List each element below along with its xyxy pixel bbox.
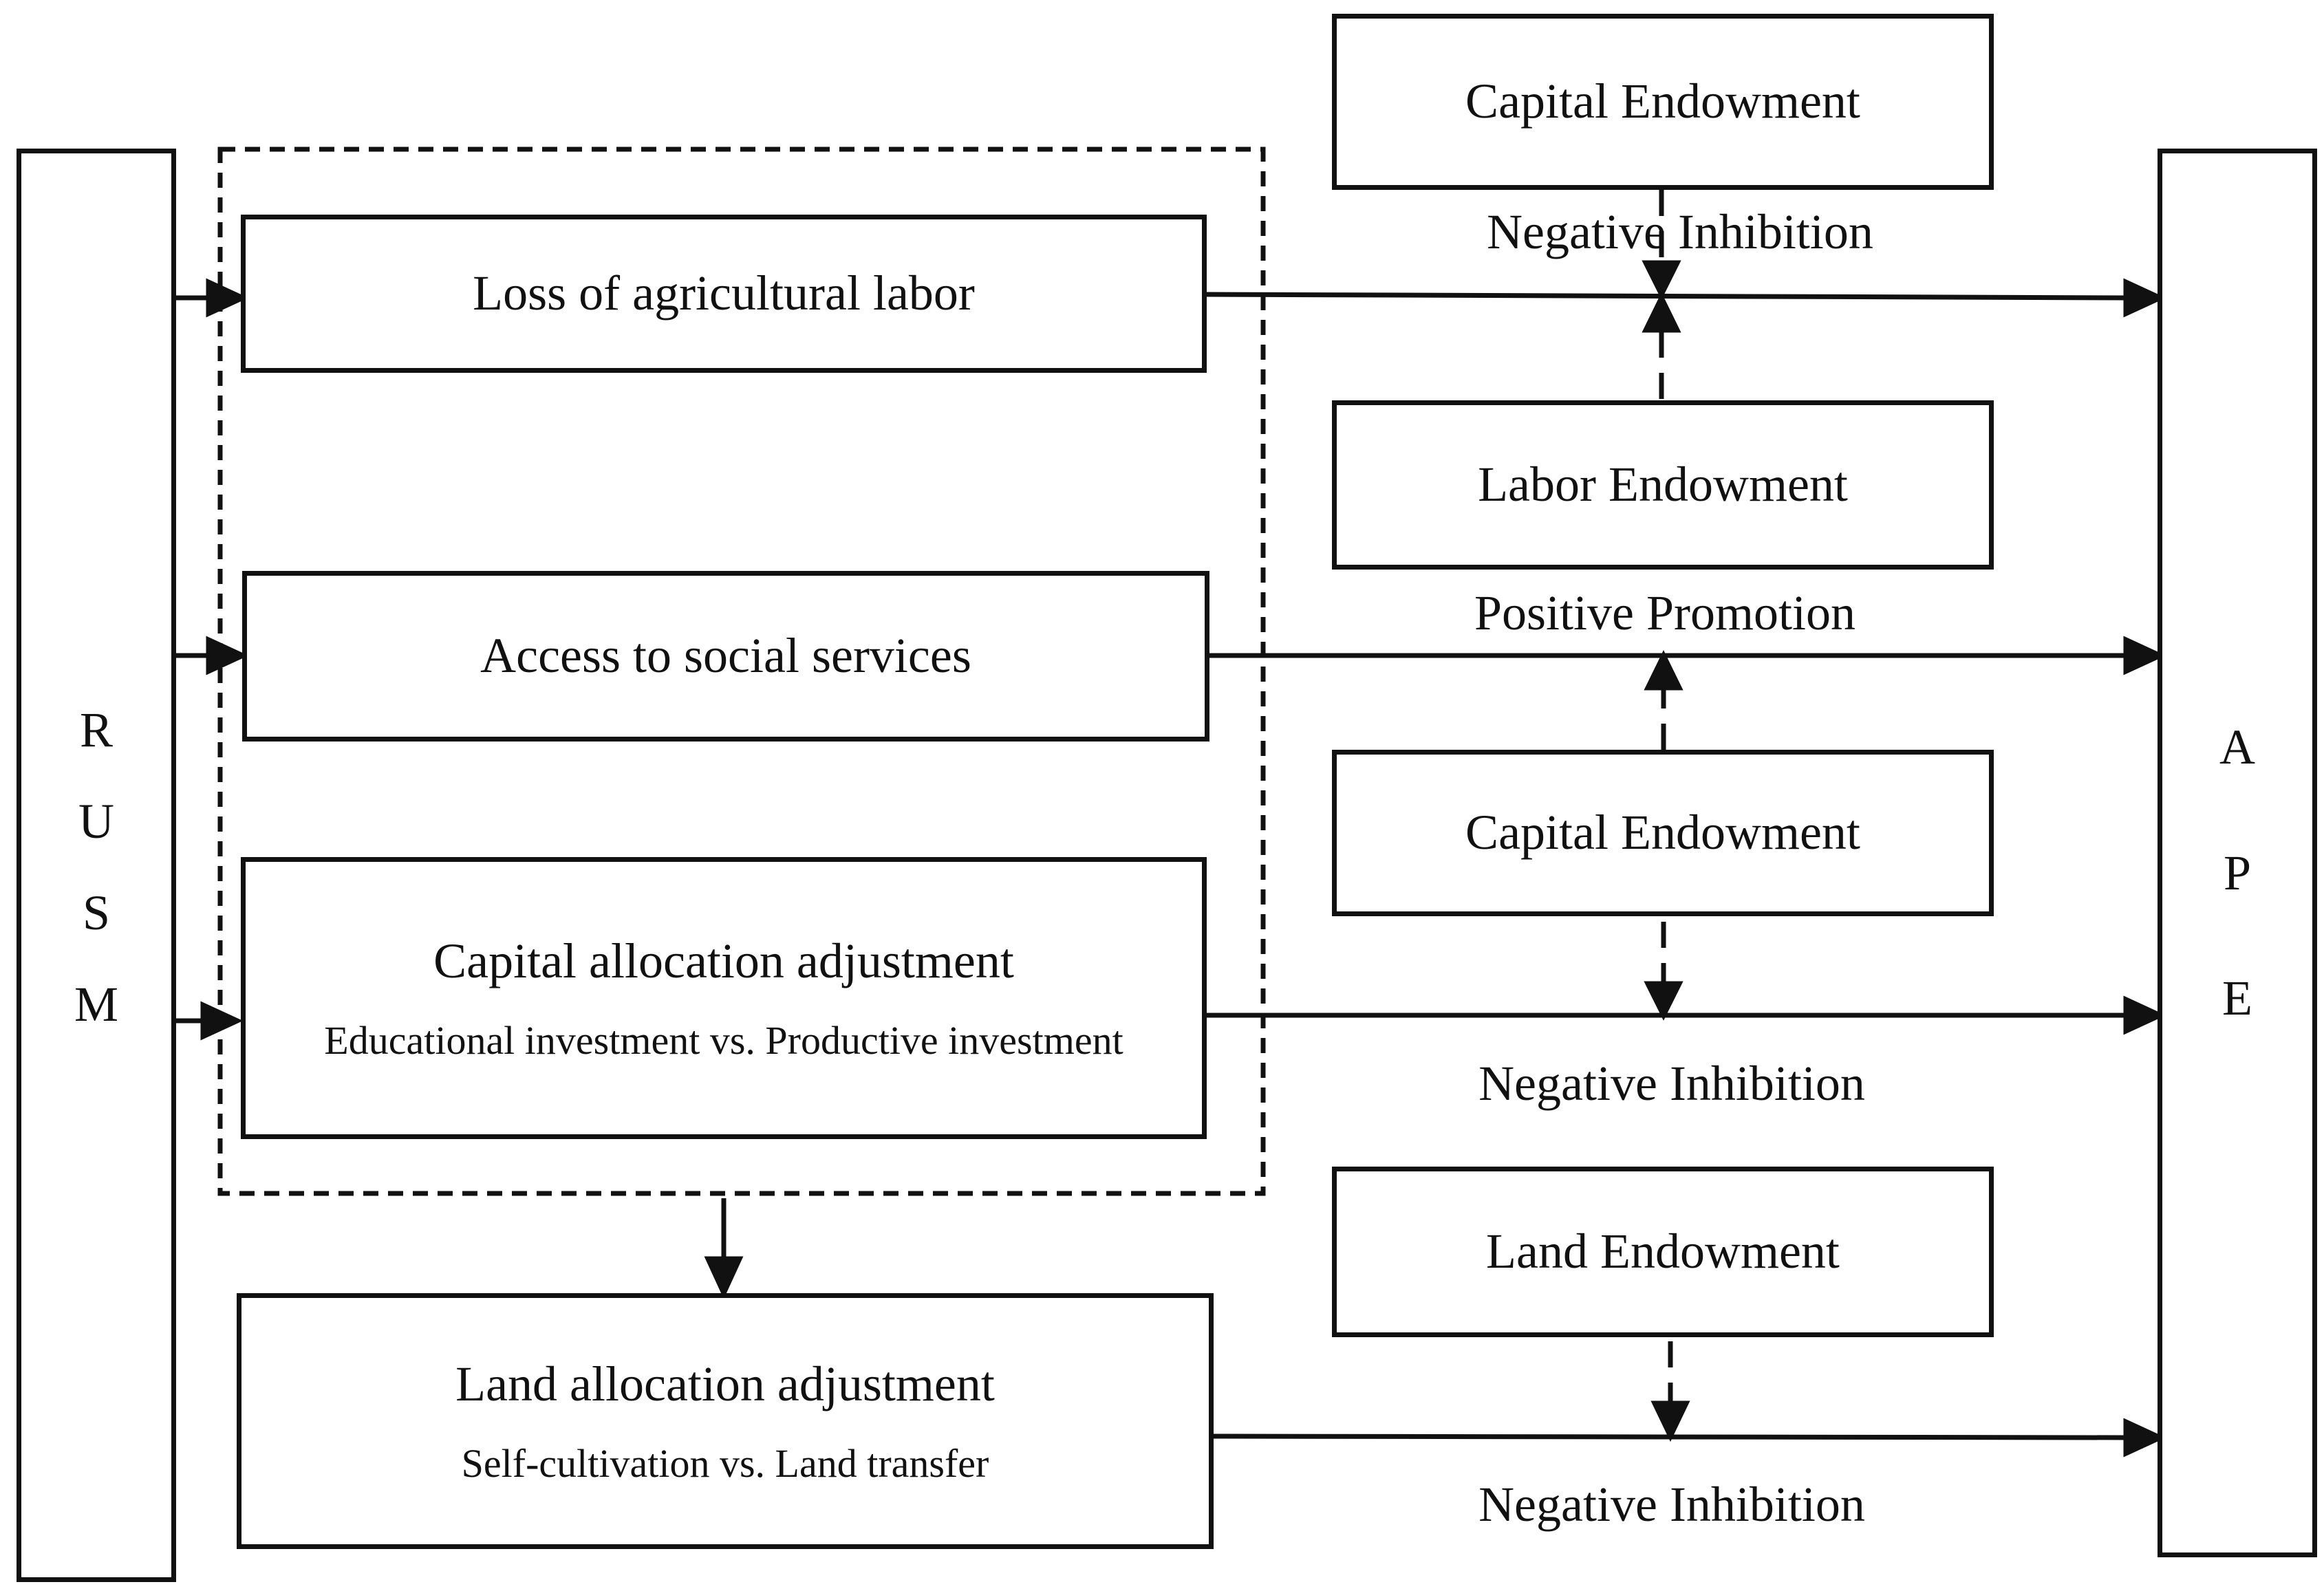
capital-allocation-box: Capital allocation adjustment Educationa… xyxy=(241,857,1207,1139)
land-endowment-label: Land Endowment xyxy=(1486,1224,1840,1279)
ape-box xyxy=(2158,149,2317,1557)
effect-label-4: Negative Inhibition xyxy=(1478,1477,1865,1532)
land-endowment-box: Land Endowment xyxy=(1332,1167,1994,1337)
rusm-letter-m: M xyxy=(74,977,119,1032)
capital-endowment-mid-label: Capital Endowment xyxy=(1465,805,1860,861)
capital-allocation-title: Capital allocation adjustment xyxy=(433,933,1014,988)
rusm-letter-u: U xyxy=(78,794,114,849)
land-allocation-detail: Self-cultivation vs. Land transfer xyxy=(461,1440,989,1486)
effect-label-2: Positive Promotion xyxy=(1474,585,1856,640)
effect-label-1: Negative Inhibition xyxy=(1487,204,1873,259)
mechanism-group-frame xyxy=(217,147,1266,1196)
labor-endowment-box: Labor Endowment xyxy=(1332,400,1994,570)
capital-endowment-top-box: Capital Endowment xyxy=(1332,14,1994,190)
labor-loss-box: Loss of agricultural labor xyxy=(241,215,1207,373)
rusm-arrows xyxy=(173,278,249,1041)
rusm-box xyxy=(17,149,176,1582)
ape-arrows xyxy=(1205,278,2166,1458)
ape-letter-e: E xyxy=(2222,971,2252,1026)
capital-allocation-detail: Educational investment vs. Productive in… xyxy=(324,1017,1123,1063)
social-services-box: Access to social services xyxy=(242,571,1209,742)
land-allocation-title: Land allocation adjustment xyxy=(455,1356,995,1411)
ape-letter-a: A xyxy=(2219,719,2255,775)
ape-letter-p: P xyxy=(2223,845,2252,900)
social-services-label: Access to social services xyxy=(480,628,971,684)
rusm-letter-s: S xyxy=(82,885,111,940)
rusm-letter-r: R xyxy=(79,702,114,757)
group-to-land-arrow xyxy=(704,1198,744,1299)
capital-endowment-top-label: Capital Endowment xyxy=(1465,74,1860,129)
capital-endowment-mid-box: Capital Endowment xyxy=(1332,750,1994,916)
moderator-arrows xyxy=(1642,190,1690,1442)
labor-loss-label: Loss of agricultural labor xyxy=(473,266,975,321)
effect-label-3: Negative Inhibition xyxy=(1478,1056,1865,1111)
labor-endowment-label: Labor Endowment xyxy=(1478,457,1848,512)
land-allocation-box: Land allocation adjustment Self-cultivat… xyxy=(237,1293,1214,1549)
